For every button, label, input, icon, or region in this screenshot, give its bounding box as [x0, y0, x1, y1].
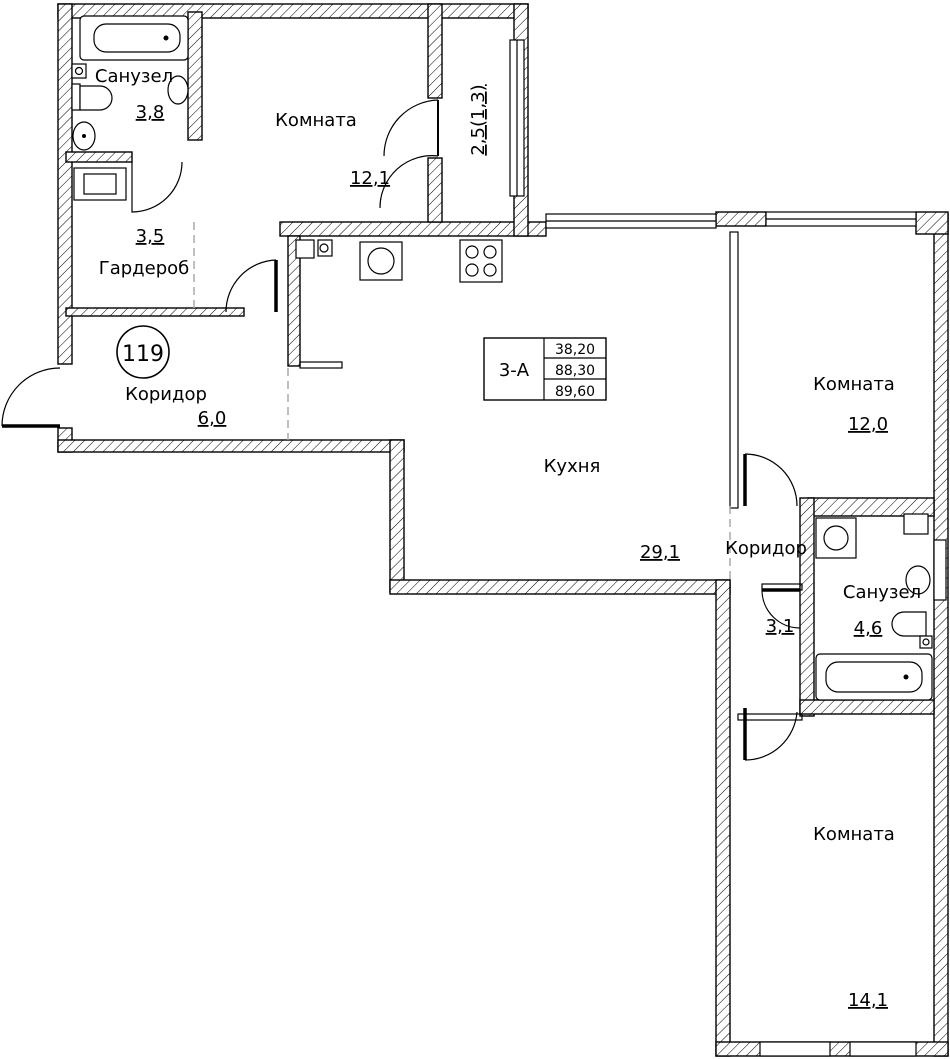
room-bath2-area: 4,6: [854, 618, 883, 639]
wall-corridor1-bottom: [57, 439, 405, 453]
wall-room3-left: [715, 579, 731, 1057]
room-balcony-area: 2,5(1,3): [468, 84, 489, 155]
fixtures: [71, 15, 933, 701]
sink-1a: [167, 75, 189, 105]
wall-bath2-bottom: [799, 699, 935, 715]
kitchen-box-b: [317, 239, 333, 257]
windows: [509, 39, 947, 1057]
room-bath2-name: Санузел: [843, 582, 921, 603]
area-box-value-3: 89,60: [555, 384, 595, 400]
wall-wardrobe-bottom: [65, 307, 245, 317]
sink-2: [905, 565, 931, 595]
toilet-1: [71, 83, 81, 111]
washer-2: [815, 517, 857, 559]
area-box-value-2: 88,30: [555, 363, 595, 379]
toilet-2: [891, 611, 927, 637]
wall-balcony-left-upper: [427, 3, 443, 99]
door-room1: [383, 99, 439, 157]
wall-top-right: [915, 211, 949, 235]
door-bath1: [131, 161, 183, 213]
walls: [57, 3, 949, 1057]
wall-bath1-bottom: [65, 151, 133, 163]
room-room1-name: Комната: [275, 110, 357, 131]
unit-number-circle: [116, 325, 170, 379]
washer-1: [71, 63, 87, 79]
room-wardrobe-name: Гардероб: [99, 258, 190, 279]
wall-left-upper: [57, 3, 73, 365]
room-corridor2-area: 3,1: [766, 616, 795, 637]
wall-bath2-top: [807, 497, 935, 517]
wall-balcony-left-lower: [427, 157, 443, 223]
room-room3-area: 14,1: [848, 990, 888, 1011]
wall-kitchen-step: [389, 439, 405, 593]
wall-kitchen-top-left: [279, 221, 547, 237]
wall-bath2-left: [799, 497, 815, 717]
room-corridor1-area: 6,0: [198, 408, 227, 429]
window-room3-b: [849, 1041, 917, 1057]
room-room2-name: Комната: [813, 374, 895, 395]
kitchen-box-a: [295, 239, 315, 259]
doors: [1, 99, 801, 761]
wall-right-outer: [933, 213, 949, 1057]
unit-number: 119: [122, 342, 164, 367]
area-box: 3-А 38,20 88,30 89,60: [483, 337, 607, 401]
room-corridor1-name: Коридор: [125, 384, 207, 405]
room-corridor2-name: Коридор: [725, 538, 807, 559]
wall-kitchen-left: [287, 235, 301, 367]
room-kitchen-area: 29,1: [640, 542, 680, 563]
wall-top-mid: [715, 211, 767, 227]
unit-type: 3-А: [499, 360, 530, 381]
stove: [459, 239, 503, 283]
room-bath1-area: 3,8: [136, 102, 165, 123]
bath2-box: [903, 513, 929, 535]
wall-room3-top: [737, 713, 803, 721]
area-box-value-1: 38,20: [555, 342, 595, 358]
wall-kitchen-bottom: [389, 579, 731, 595]
room-room1-area: 12,1: [350, 168, 390, 189]
room-bath1-name: Санузел: [95, 66, 173, 87]
room-kitchen-name: Кухня: [544, 456, 601, 477]
room-room3-name: Комната: [813, 824, 895, 845]
room-wardrobe-area: 3,5: [136, 226, 165, 247]
room-labels: Санузел 3,8 Комната 12,1 2,5(1,3) Гардер…: [95, 66, 921, 1011]
room-room2-area: 12,0: [848, 414, 888, 435]
wall-kitchen-left-stub: [299, 361, 343, 369]
wall-bath1-right: [187, 11, 203, 141]
window-room3-a: [759, 1041, 831, 1057]
window-bath2: [933, 539, 947, 601]
wall-room2-left: [729, 231, 739, 509]
